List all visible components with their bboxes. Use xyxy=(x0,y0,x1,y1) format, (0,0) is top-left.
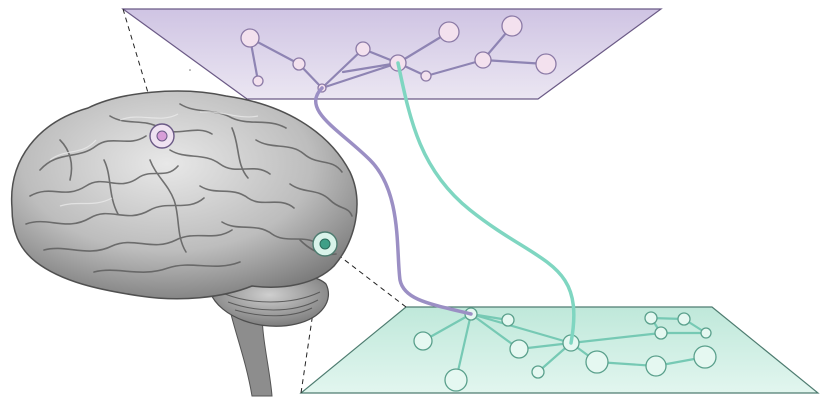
bottom-node xyxy=(701,328,711,338)
bottom-plane xyxy=(301,307,818,393)
top-node xyxy=(356,42,370,56)
top-node xyxy=(439,22,459,42)
teal-marker xyxy=(313,232,337,256)
top-node xyxy=(502,16,522,36)
top-node xyxy=(241,29,259,47)
brain-illustration xyxy=(12,70,357,396)
top-node xyxy=(293,58,305,70)
top-node xyxy=(421,71,431,81)
top-node xyxy=(253,76,263,86)
bottom-node xyxy=(646,356,666,376)
bottom-node xyxy=(532,366,544,378)
bottom-node xyxy=(502,314,514,326)
purple-marker xyxy=(150,124,174,148)
bottom-node xyxy=(655,327,667,339)
bottom-node xyxy=(510,340,528,358)
bottom-node xyxy=(678,313,690,325)
top-plane xyxy=(123,9,661,99)
top-node xyxy=(536,54,556,74)
bottom-node xyxy=(694,346,716,368)
bottom-node xyxy=(414,332,432,350)
bottom-node xyxy=(586,351,608,373)
bottom-node xyxy=(645,312,657,324)
top-node xyxy=(475,52,491,68)
bottom-node xyxy=(445,369,467,391)
